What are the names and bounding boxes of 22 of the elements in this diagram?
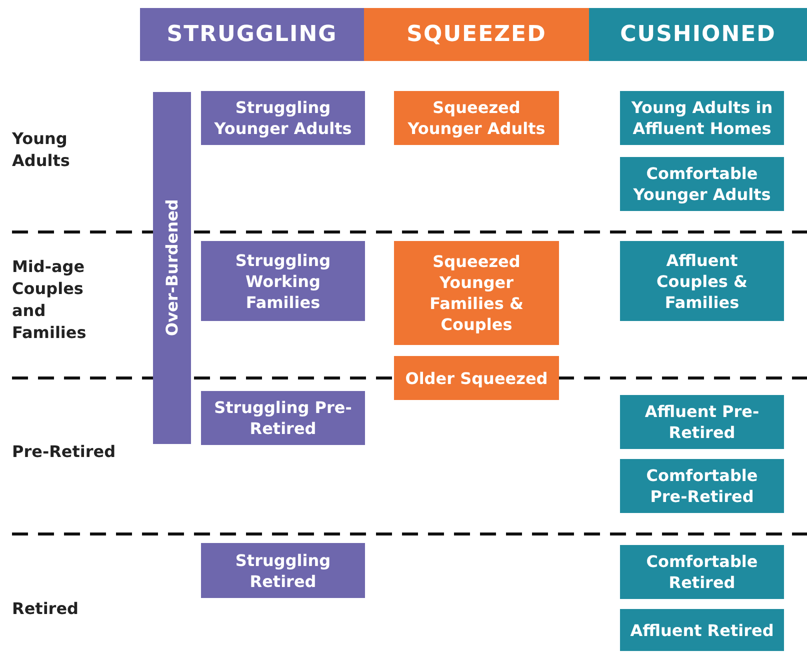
column-header: STRUGGLING [140, 8, 364, 61]
segment-box: Struggling Younger Adults [201, 91, 365, 145]
segment-box: Squeezed Younger Adults [394, 91, 559, 145]
row-label: Young Adults [12, 128, 71, 172]
segment-box: Comfortable Retired [620, 545, 784, 599]
segment-box: Struggling Pre-Retired [201, 391, 365, 445]
segment-box: Comfortable Pre-Retired [620, 459, 784, 513]
row-label: Pre-Retired [12, 441, 117, 463]
row-label: Mid-age Couples and Families [12, 256, 88, 344]
column-header: CUSHIONED [589, 8, 807, 61]
segment-box: Squeezed Younger Families & Couples [394, 241, 559, 345]
vertical-bar: Over-Burdened [153, 92, 191, 444]
column-header: SQUEEZED [364, 8, 589, 61]
row-label: Retired [12, 598, 80, 620]
segment-box: Young Adults in Affluent Homes [620, 91, 784, 145]
segment-box: Struggling Retired [201, 543, 365, 598]
segment-box: Comfortable Younger Adults [620, 157, 784, 211]
segment-box: Affluent Retired [620, 609, 784, 651]
segment-box: Affluent Pre-Retired [620, 395, 784, 449]
segment-box: Older Squeezed [394, 356, 559, 400]
segment-box: Affluent Couples & Families [620, 241, 784, 321]
segment-box: Struggling Working Families [201, 241, 365, 321]
